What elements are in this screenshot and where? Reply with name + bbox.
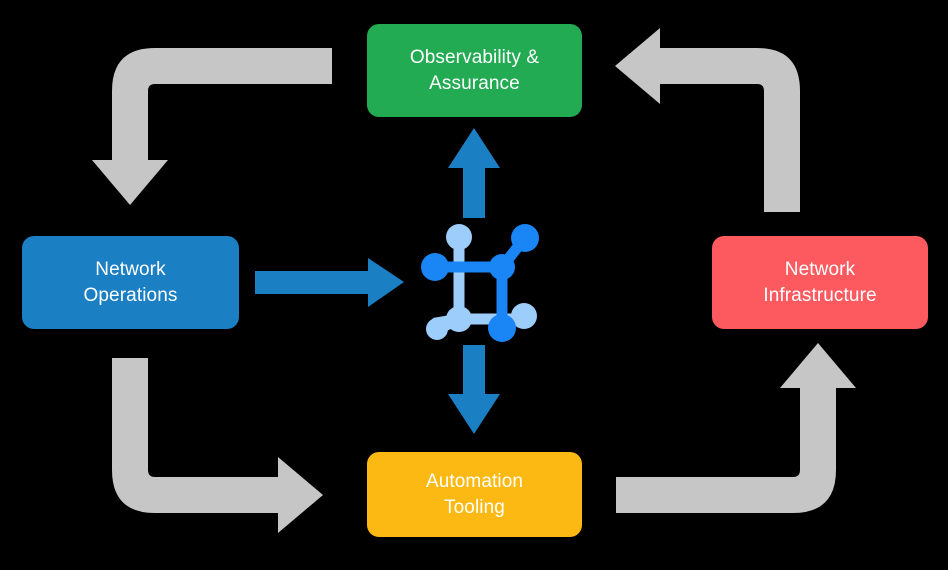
topology-node-mid-right bbox=[511, 303, 537, 329]
topology-node-center bbox=[489, 254, 515, 280]
node-box-observability[interactable]: Observability & Assurance bbox=[367, 24, 582, 117]
topology-node-left bbox=[421, 253, 449, 281]
node-box-network-operations[interactable]: Network Operations bbox=[22, 236, 239, 329]
topology-node-top-left bbox=[446, 224, 472, 250]
topology-node-bottom bbox=[488, 314, 516, 342]
topology-node-mid-left bbox=[446, 306, 472, 332]
topology-node-top-right bbox=[511, 224, 539, 252]
node-box-network-infrastructure[interactable]: Network Infrastructure bbox=[712, 236, 928, 329]
topology-node-bottom-left bbox=[426, 318, 448, 340]
node-box-automation-tooling[interactable]: Automation Tooling bbox=[367, 452, 582, 537]
